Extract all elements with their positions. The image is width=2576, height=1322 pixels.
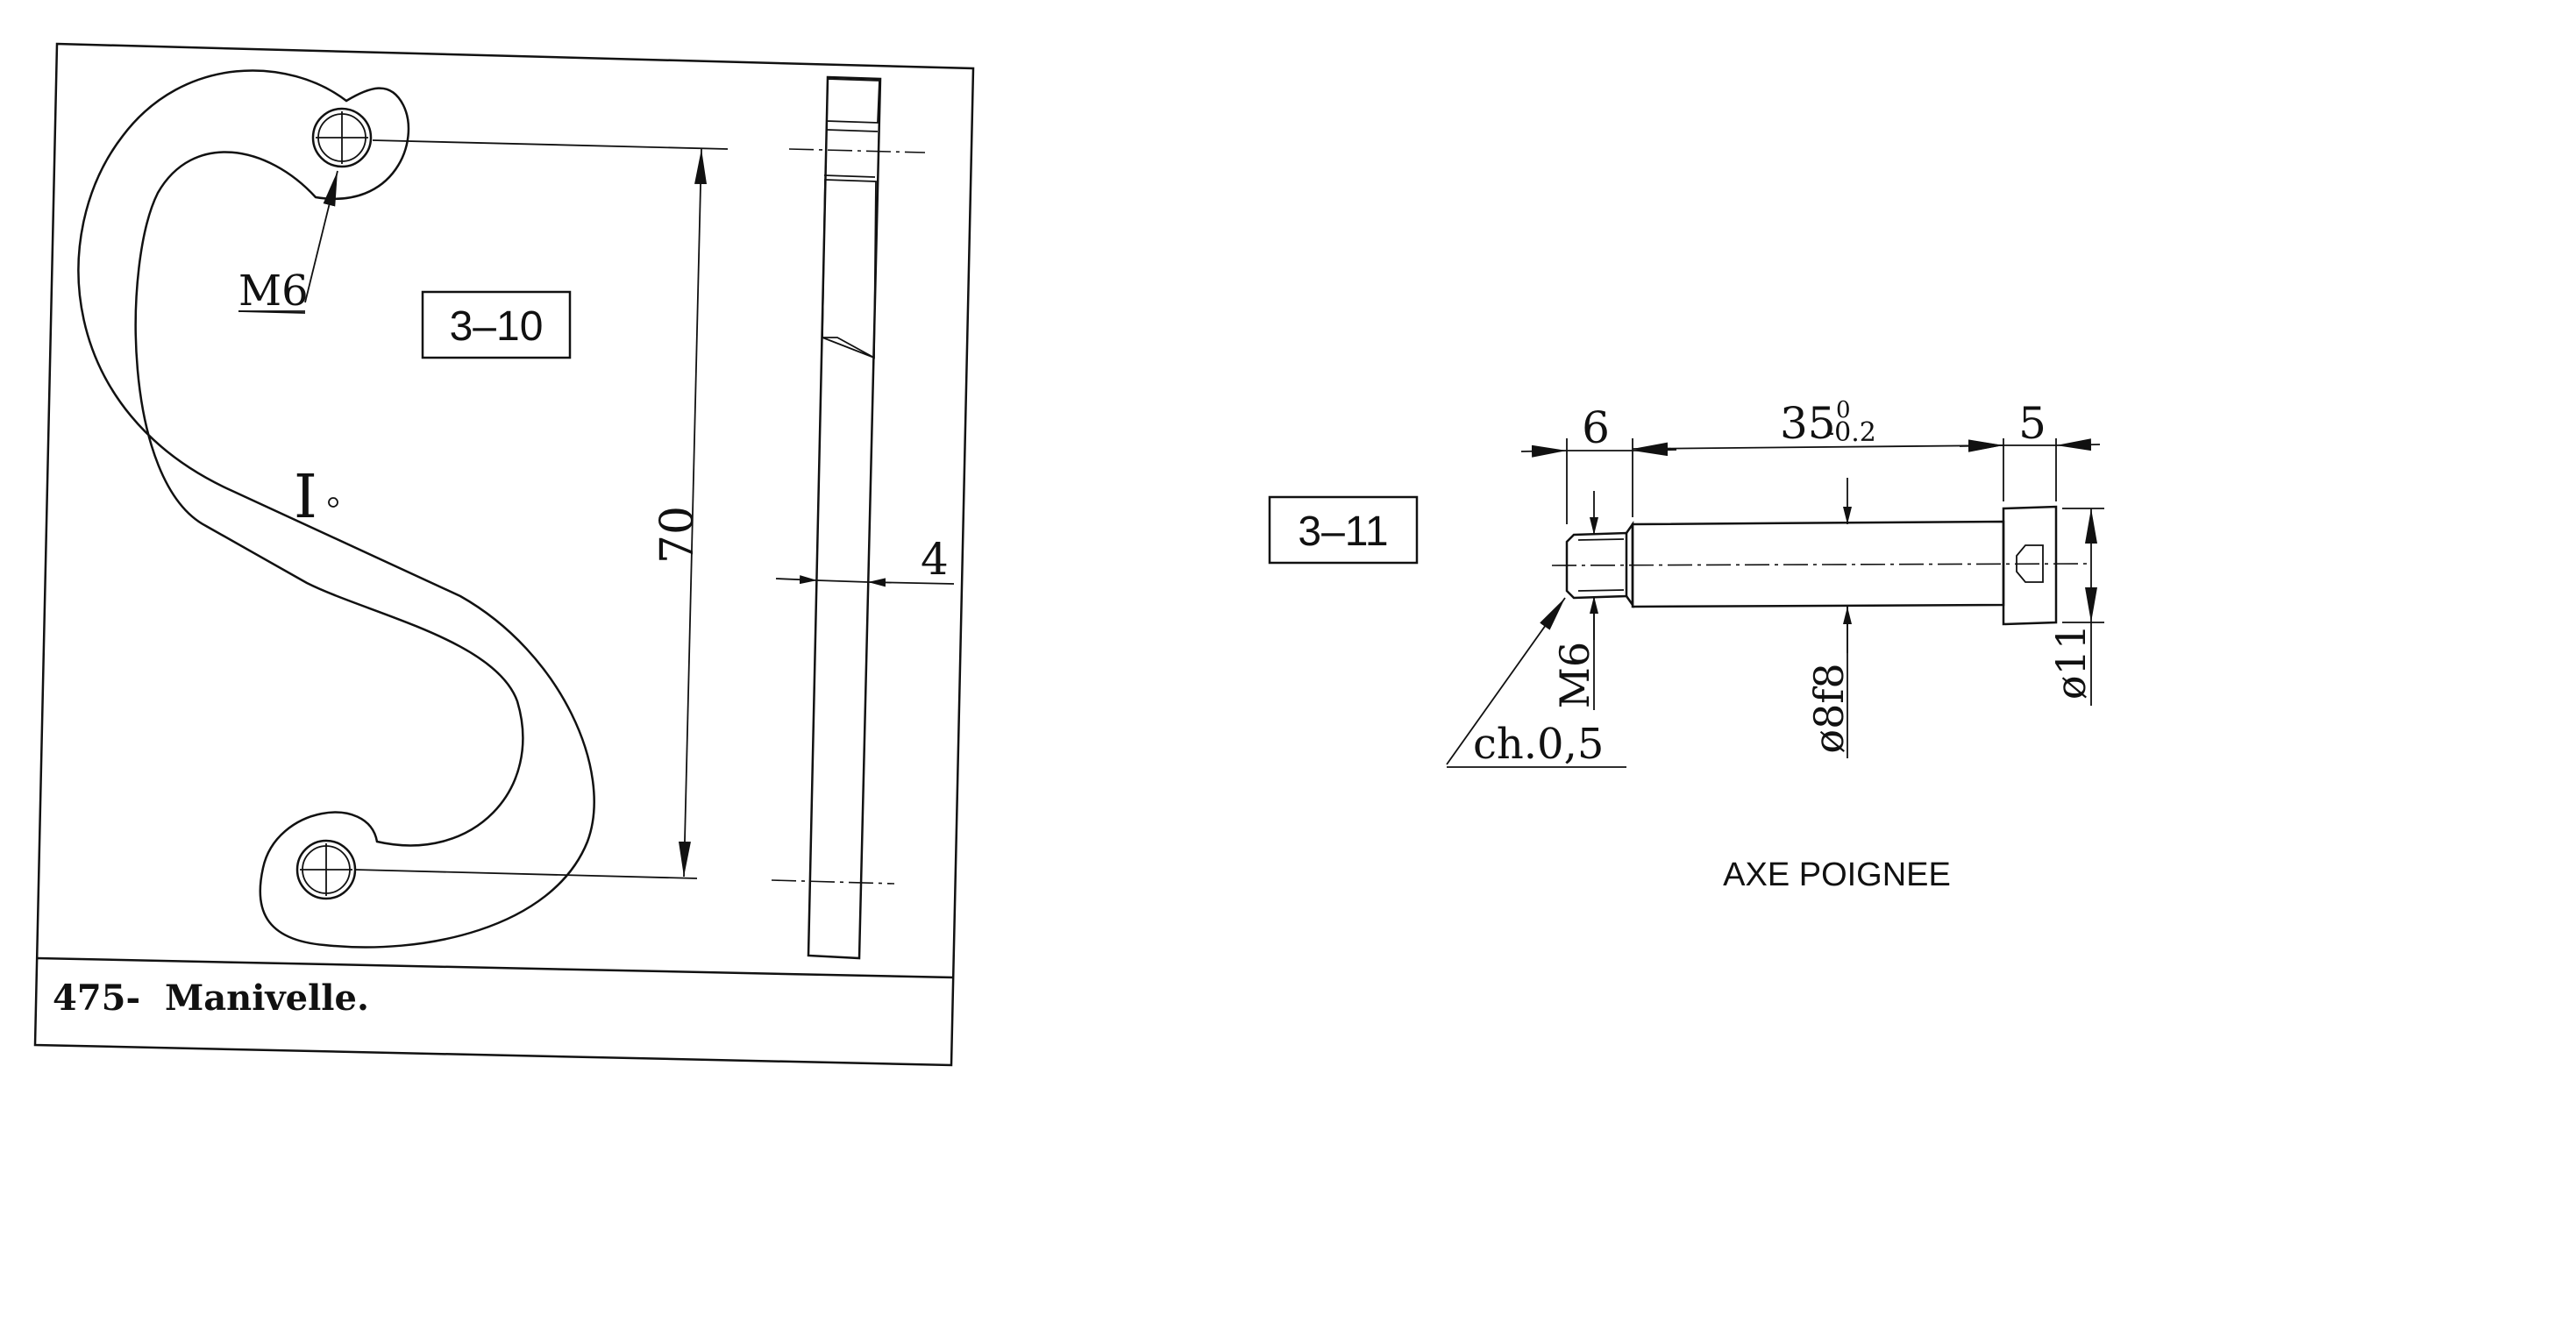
dimension-line-70 [678,148,708,878]
lower-hole [295,839,357,900]
dimension-35: 35 [1780,398,1836,449]
chamfer-label: ch.0,5 [1473,720,1604,769]
tolerance-upper: 0 [1836,397,1851,423]
axe-poignee-drawing: 3–11 6 35 0 -0.2 5 [1268,397,2104,893]
tolerance-lower: -0.2 [1825,417,1876,448]
thread-label-m6: M6 [238,267,309,316]
caption-divider [36,956,955,979]
roughness-mark: I [294,463,317,532]
dimension-6: 6 [1582,402,1610,453]
upper-hole [311,107,373,168]
dimension-4: 4 [921,534,949,585]
ref-box-3-10 [421,290,572,359]
thread-label-m6-axe: M6 [1551,642,1598,708]
figure-caption: 475- Manivelle. [53,977,369,1019]
manivelle-drawing: 70 M6 3–10 I 4 [33,42,975,1067]
dimension-5: 5 [2018,398,2046,449]
drawing-frame [33,42,975,1067]
ref-label-3-11: 3–11 [1298,508,1388,555]
body-diameter: ø8f8 [1805,663,1853,753]
part-title: AXE POIGNEE [1723,856,1951,893]
crank-outline [77,69,595,949]
side-view: 4 [771,75,955,960]
ref-box-3-11 [1268,495,1419,565]
head-diameter: ø11 [2047,624,2095,700]
ref-label-3-10: 3–10 [450,303,544,350]
dimension-70: 70 [651,506,704,564]
